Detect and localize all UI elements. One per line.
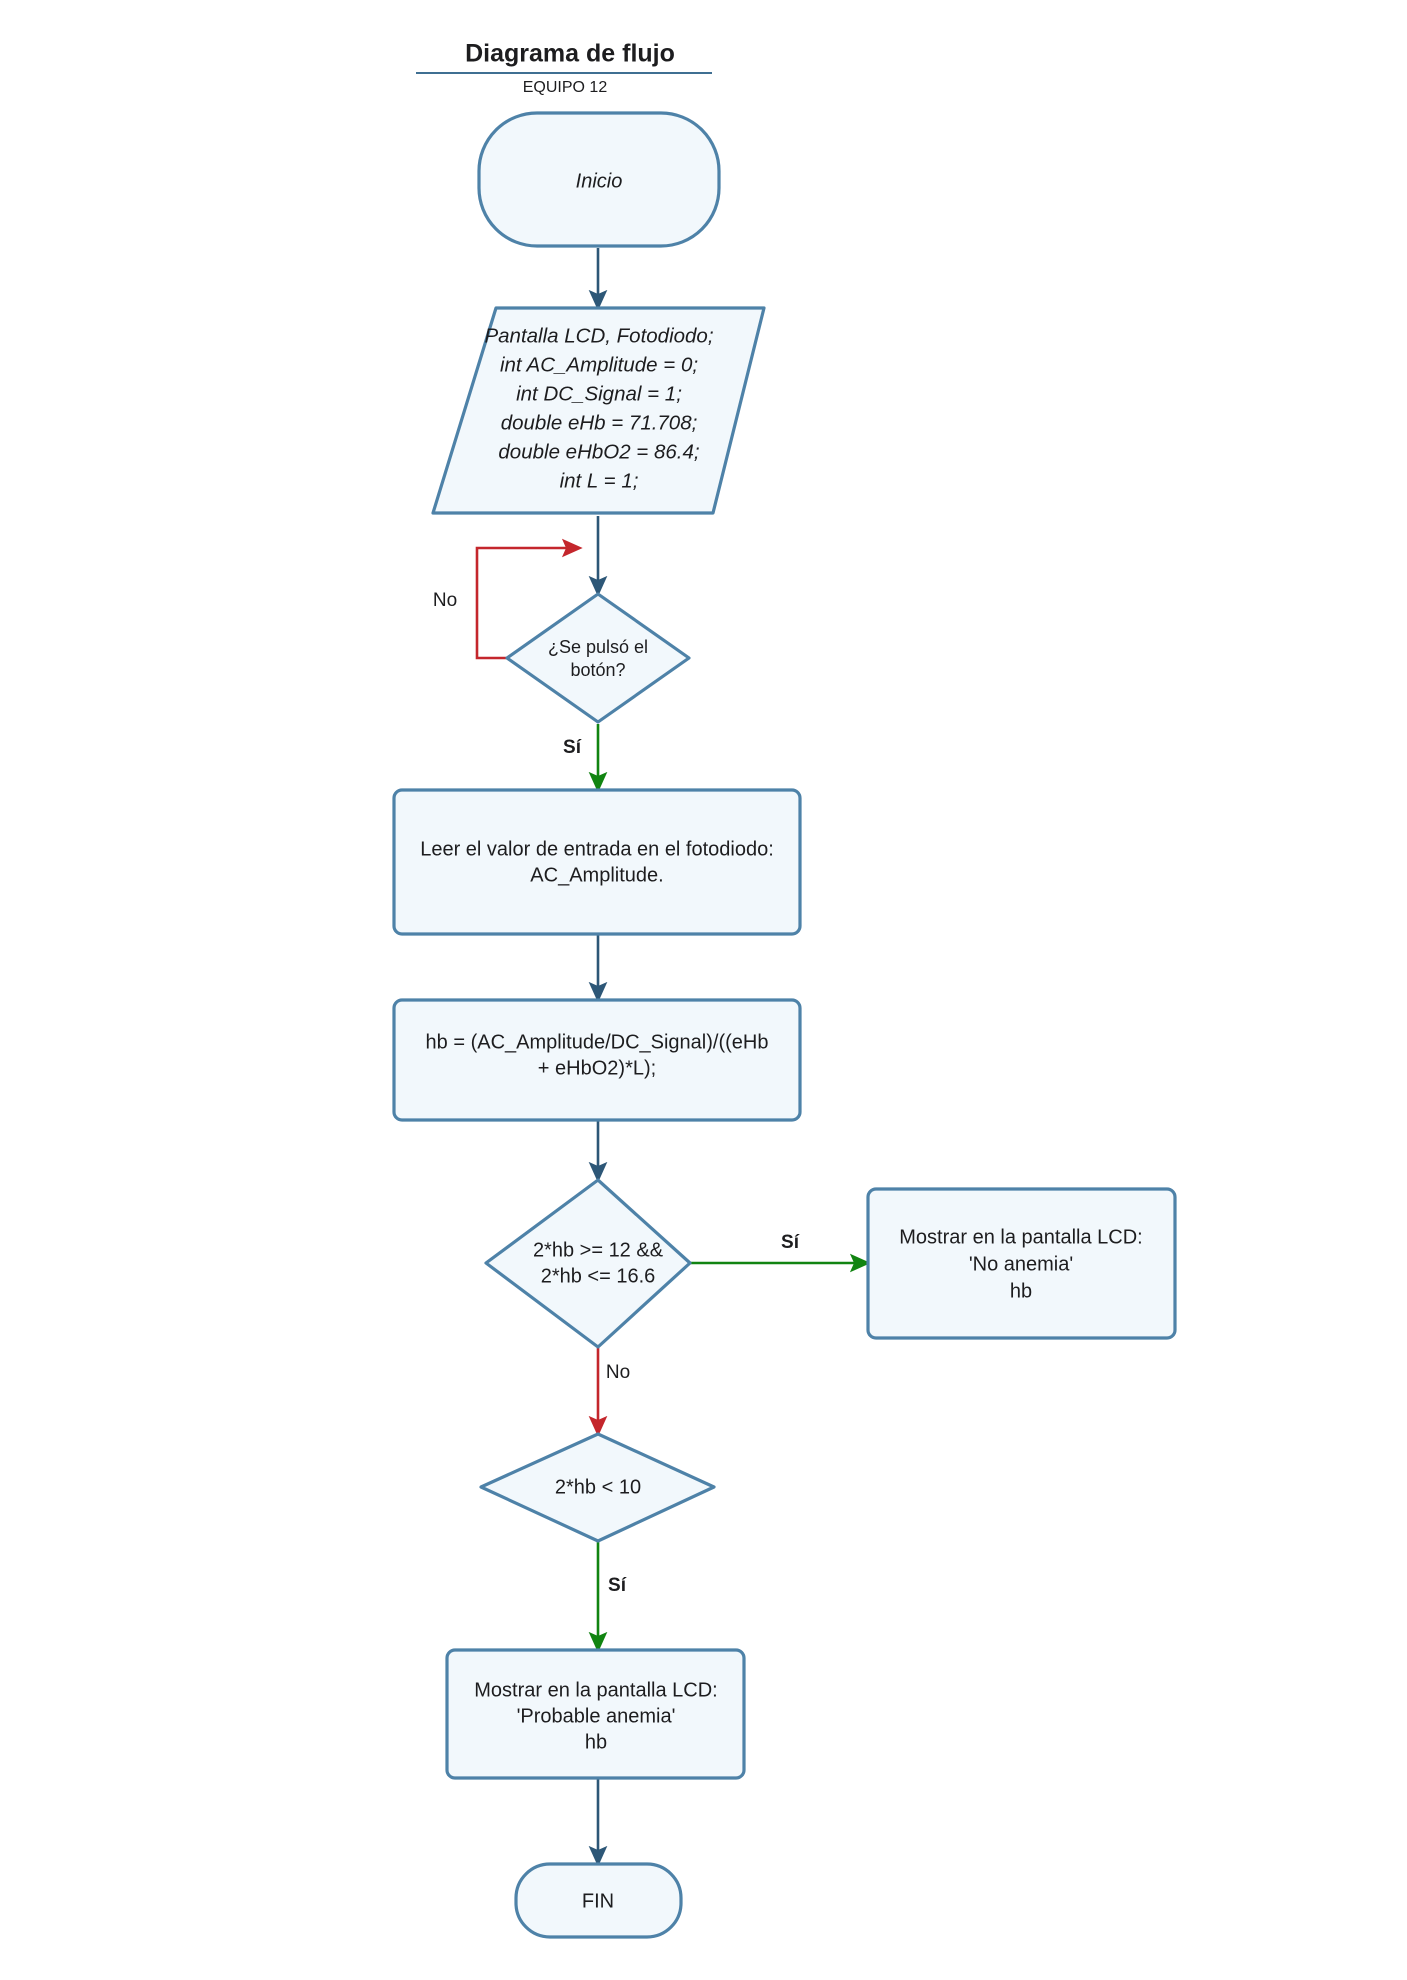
page-subtitle: EQUIPO 12 (523, 79, 608, 96)
node-start[interactable]: Inicio (477, 111, 721, 248)
edge-label-range-yes: Sí (781, 1232, 800, 1253)
node-decision-button-line-0: ¿Se pulsó el (548, 637, 648, 657)
node-start-shape[interactable] (477, 111, 721, 248)
node-decision-low-line-0: 2*hb < 10 (555, 1476, 641, 1498)
node-declarations-line-4: double eHbO2 = 86.4; (498, 440, 699, 463)
edge-label-low-yes: Sí (608, 1575, 627, 1596)
node-read-photodiode[interactable]: Leer el valor de entrada en el fotodiodo… (392, 788, 802, 936)
node-decision-button-shape[interactable] (505, 592, 691, 724)
node-decision-range-line-0: 2*hb >= 12 && (533, 1239, 664, 1261)
node-display-no-anemia[interactable]: Mostrar en la pantalla LCD: 'No anemia' … (866, 1187, 1177, 1340)
page-title-group: Diagrama de flujo EQUIPO 12 (416, 40, 712, 96)
node-end-label: FIN (582, 1890, 614, 1912)
node-display-probable-anemia-line-0: Mostrar en la pantalla LCD: (474, 1679, 717, 1701)
node-end-shape[interactable] (514, 1862, 683, 1939)
node-decision-button-line-1: botón? (570, 660, 625, 680)
node-display-probable-anemia-shape[interactable] (445, 1648, 746, 1780)
node-display-no-anemia-shape[interactable] (866, 1187, 1177, 1340)
node-decision-range-line-1: 2*hb <= 16.6 (541, 1265, 656, 1287)
node-compute-hb-shape[interactable] (392, 998, 802, 1122)
node-read-photodiode-shape[interactable] (392, 788, 802, 936)
node-compute-hb[interactable]: hb = (AC_Amplitude/DC_Signal)/((eHb + eH… (392, 998, 802, 1122)
node-decision-button[interactable]: ¿Se pulsó el botón? (505, 592, 691, 724)
node-declarations-line-2: int DC_Signal = 1; (516, 382, 682, 405)
node-start-label: Inicio (576, 170, 623, 192)
node-declarations[interactable]: Pantalla LCD, Fotodiodo; int AC_Amplitud… (431, 306, 766, 515)
node-read-photodiode-line-0: Leer el valor de entrada en el fotodiodo… (420, 838, 774, 860)
node-decision-range[interactable]: 2*hb >= 12 && 2*hb <= 16.6 (484, 1178, 692, 1349)
node-display-no-anemia-line-2: hb (1010, 1280, 1032, 1302)
node-decision-low[interactable]: 2*hb < 10 (479, 1432, 716, 1543)
node-declarations-line-5: int L = 1; (560, 469, 639, 492)
node-decision-range-shape[interactable] (484, 1178, 692, 1349)
node-display-no-anemia-line-0: Mostrar en la pantalla LCD: (899, 1226, 1142, 1248)
node-end[interactable]: FIN (514, 1862, 683, 1939)
node-compute-hb-line-1: + eHbO2)*L); (538, 1057, 656, 1079)
node-read-photodiode-line-1: AC_Amplitude. (530, 864, 663, 886)
node-display-probable-anemia[interactable]: Mostrar en la pantalla LCD: 'Probable an… (445, 1648, 746, 1780)
page-title: Diagrama de flujo (465, 40, 675, 68)
node-display-probable-anemia-line-2: hb (585, 1731, 607, 1753)
connector-decision-button-no-loop (475, 538, 583, 660)
node-declarations-line-1: int AC_Amplitude = 0; (500, 353, 698, 376)
edge-label-button-yes: Sí (563, 737, 582, 758)
node-compute-hb-line-0: hb = (AC_Amplitude/DC_Signal)/((eHb (426, 1031, 769, 1053)
node-display-probable-anemia-line-1: 'Probable anemia' (517, 1705, 676, 1727)
node-decision-low-shape[interactable] (479, 1432, 716, 1543)
node-display-no-anemia-line-1: 'No anemia' (969, 1253, 1073, 1275)
node-declarations-line-0: Pantalla LCD, Fotodiodo; (484, 324, 713, 347)
edge-label-range-no: No (606, 1362, 630, 1383)
edge-label-button-no: No (433, 590, 457, 611)
node-declarations-shape[interactable] (431, 306, 766, 515)
node-declarations-line-3: double eHb = 71.708; (501, 411, 698, 434)
